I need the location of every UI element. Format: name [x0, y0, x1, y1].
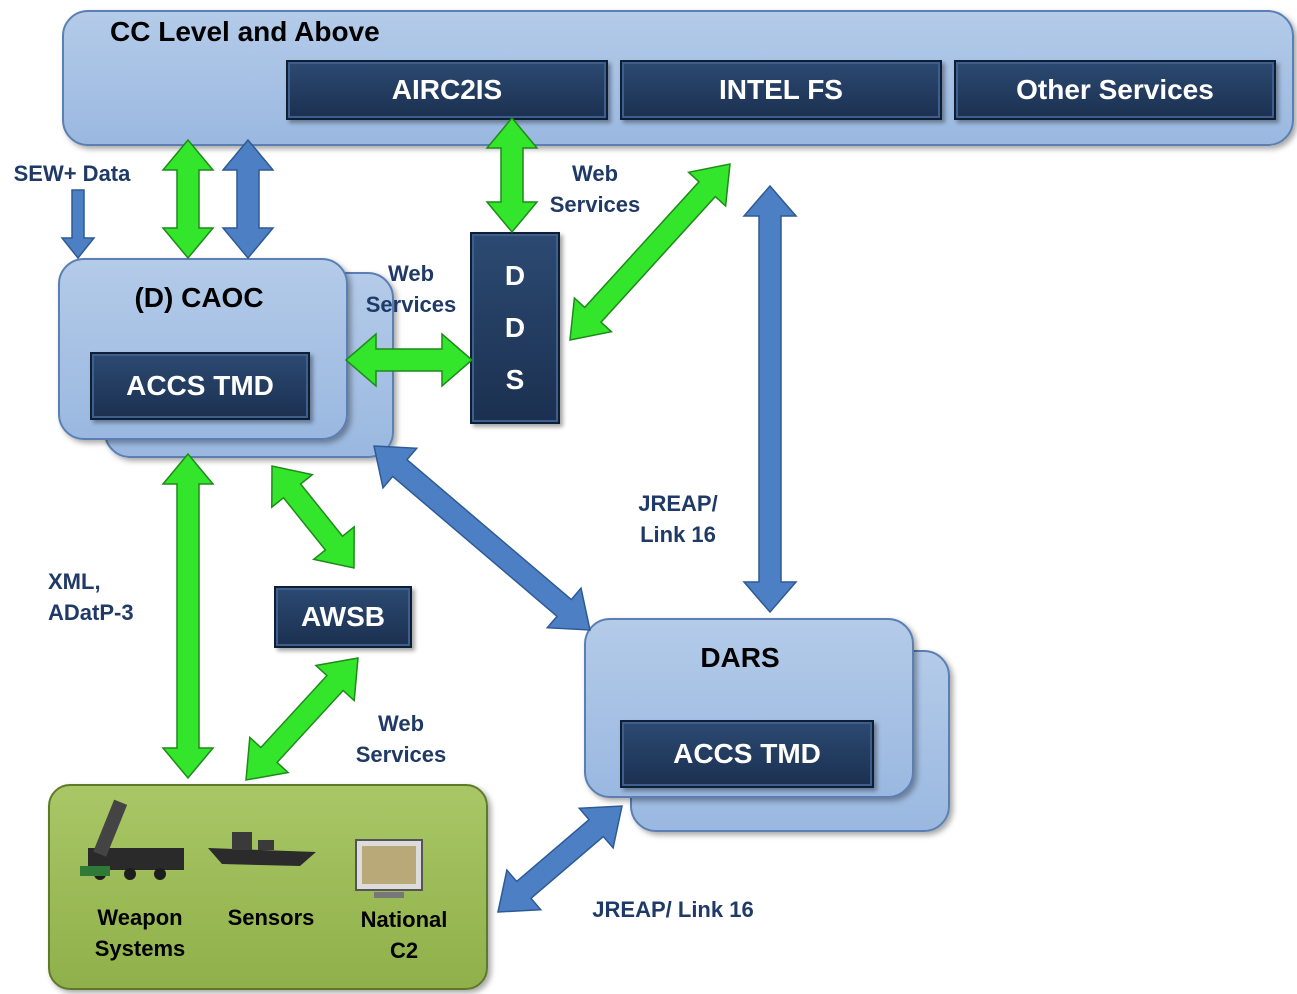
web-services-label-caoc: Web Services	[365, 261, 457, 317]
arrow-cc-caoc-green	[161, 138, 215, 260]
jreap-link16-label-vertical: JREAP/ Link 16	[638, 491, 718, 547]
arrow-awsb-bottom	[245, 657, 359, 781]
intel-fs-box[interactable]: INTEL FS	[620, 60, 942, 120]
dds-box[interactable]: D D S	[470, 232, 560, 424]
web-services-label-top: Web Services	[549, 161, 641, 217]
arrow-cc-caoc-blue	[221, 138, 275, 260]
jreap-link16-label-bottom: JREAP/ Link 16	[592, 897, 754, 922]
dds-letter-2: D	[504, 312, 526, 343]
dars-accs-tmd-box[interactable]: ACCS TMD	[620, 720, 874, 788]
arrow-caoc-bottom-xml	[161, 452, 215, 780]
arrow-caoc-awsb	[271, 465, 355, 569]
arrow-sew-data	[60, 189, 96, 260]
cc-level-title: CC Level and Above	[110, 16, 380, 47]
caoc-accs-tmd-box[interactable]: ACCS TMD	[90, 352, 310, 420]
sew-data-label: SEW+ Data	[13, 161, 131, 186]
dars-title: DARS	[700, 642, 780, 673]
web-services-label-bottom: Web Services	[355, 711, 447, 767]
arrow-jreap-vertical	[742, 184, 798, 614]
awsb-box[interactable]: AWSB	[274, 586, 412, 648]
dds-letter-1: D	[504, 260, 526, 291]
other-services-box[interactable]: Other Services	[954, 60, 1276, 120]
airc2is-box[interactable]: AIRC2IS	[286, 60, 608, 120]
xml-adatp-label: XML, ADatP-3	[48, 569, 134, 625]
weapon-systems-label: Weapon Systems	[94, 905, 186, 961]
caoc-title: (D) CAOC	[134, 282, 264, 313]
national-c2-label: National C2	[360, 907, 448, 963]
sensors-label: Sensors	[227, 905, 315, 930]
dds-letter-3: S	[505, 364, 525, 395]
